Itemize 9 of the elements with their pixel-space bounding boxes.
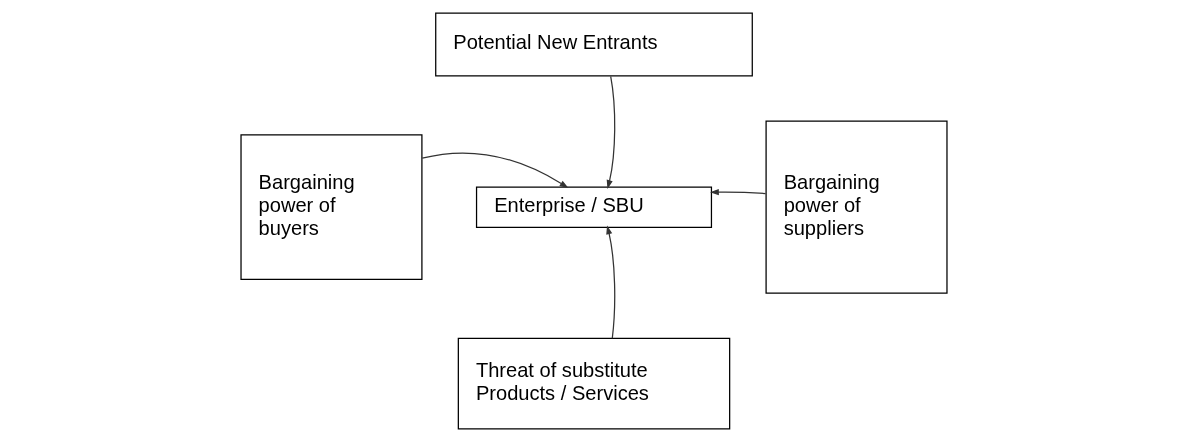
arrow bbox=[606, 225, 616, 339]
arrow bbox=[421, 152, 569, 189]
node-box: Bargaining power of suppliers bbox=[765, 120, 948, 294]
arrow bbox=[606, 75, 616, 189]
node-box: Enterprise / SBU bbox=[475, 186, 713, 228]
node-box: Threat of substitute Products / Services bbox=[457, 337, 731, 430]
node-box: Potential New Entrants bbox=[435, 12, 753, 77]
arrow bbox=[710, 189, 767, 196]
node-box: Bargaining power of buyers bbox=[240, 134, 423, 281]
